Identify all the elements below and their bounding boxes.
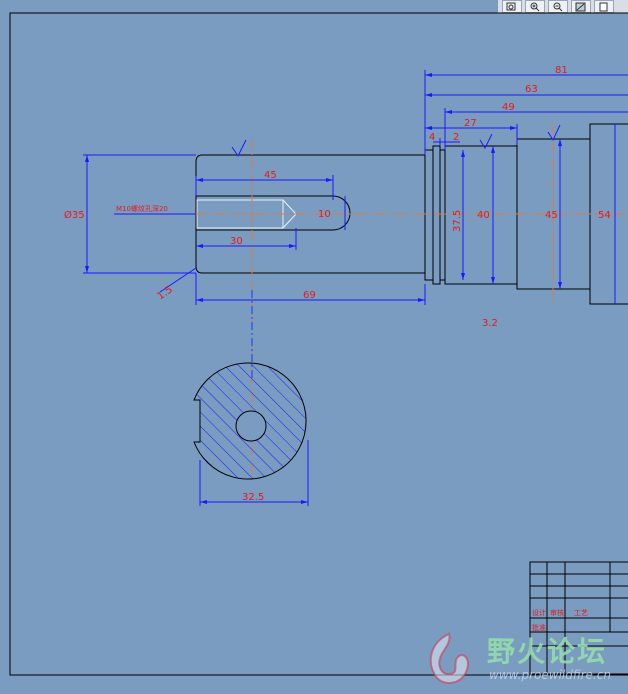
dim-40: 40: [477, 210, 490, 221]
dim-63: 63: [525, 84, 538, 95]
dim-45-keyway: 45: [264, 170, 277, 181]
tb-label-process: 工艺: [574, 609, 588, 617]
tb-label-design: 设计: [532, 608, 546, 617]
roughness-symbols: [231, 124, 561, 157]
flame-logo-icon: [429, 632, 469, 684]
dim-27: 27: [464, 118, 477, 129]
dim-69: 69: [303, 290, 316, 301]
dim-81: 81: [555, 65, 568, 76]
title-block-labels: 设计 审核 工艺 批准: [532, 608, 588, 632]
view-toolbar: [497, 0, 628, 14]
page-icon[interactable]: [594, 0, 614, 13]
zoom-in-icon[interactable]: [525, 0, 545, 13]
tb-label-approve: 批准: [532, 623, 546, 632]
dim-10: 10: [318, 209, 331, 220]
watermark-logo: 野火论坛 www.proewildfire.cn: [417, 628, 625, 690]
section-view: [193, 362, 307, 480]
dim-diameter-35: Ø35: [64, 209, 85, 221]
title-block: [529, 561, 628, 675]
dim-54: 54: [598, 210, 611, 221]
keyway-slot: [196, 195, 351, 231]
dim-chamfer: 1.5: [155, 284, 174, 302]
dimension-lines: [83, 70, 628, 506]
dim-30: 30: [230, 236, 243, 247]
dim-2: 2: [453, 132, 459, 143]
dim-32-5: 32.5: [242, 492, 264, 503]
dim-4: 4: [429, 132, 435, 143]
arrowheads: [85, 73, 562, 504]
dim-37-5: 37.5: [452, 210, 463, 232]
thread-callout: M10螺纹孔深20: [116, 204, 168, 213]
watermark-name: 野火论坛: [487, 635, 608, 668]
watermark-url: www.proewildfire.cn: [489, 668, 611, 682]
roughness-3-2: 3.2: [482, 318, 498, 329]
tb-label-review: 审核: [550, 608, 564, 617]
drawing-border: [9, 12, 628, 676]
dim-49: 49: [502, 102, 515, 113]
dimension-text: 81 63 49 27 4 2 45 M10螺纹孔深20 30 10 Ø35 3…: [64, 65, 611, 503]
dim-45-diameter: 45: [545, 210, 558, 221]
